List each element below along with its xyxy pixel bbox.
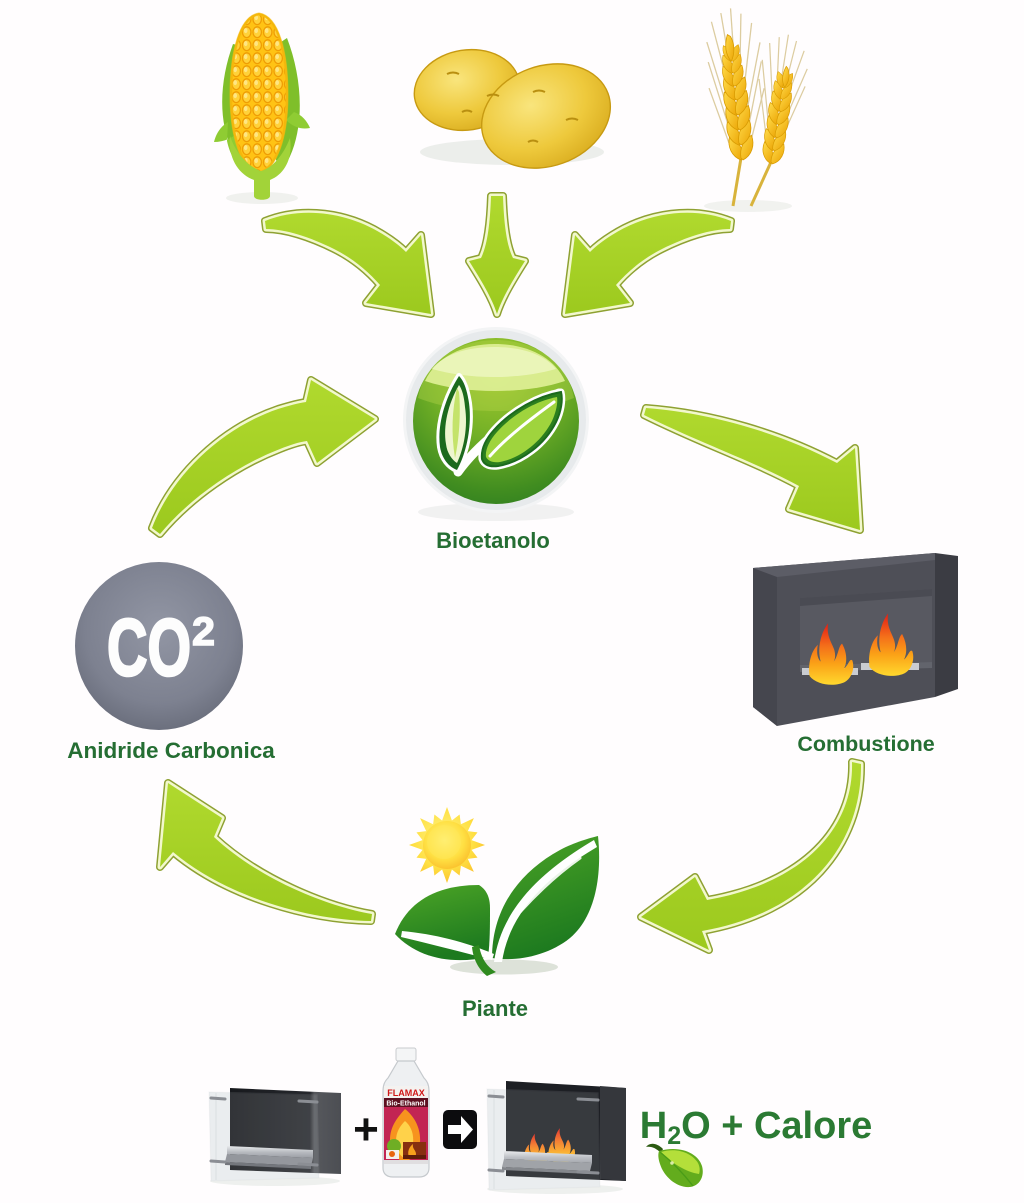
svg-text:Bio-Ethanol: Bio-Ethanol	[386, 1101, 425, 1108]
svg-text:CO: CO	[107, 603, 191, 693]
svg-text:Bioetanolo: Bioetanolo	[436, 528, 550, 553]
svg-text:Anidride Carbonica: Anidride Carbonica	[67, 738, 275, 763]
svg-text:+: +	[353, 1105, 379, 1154]
svg-text:2: 2	[192, 610, 215, 654]
svg-text:Combustione: Combustione	[797, 732, 934, 756]
svg-text:FLAMAX: FLAMAX	[387, 1088, 425, 1098]
svg-text:Piante: Piante	[462, 996, 528, 1021]
